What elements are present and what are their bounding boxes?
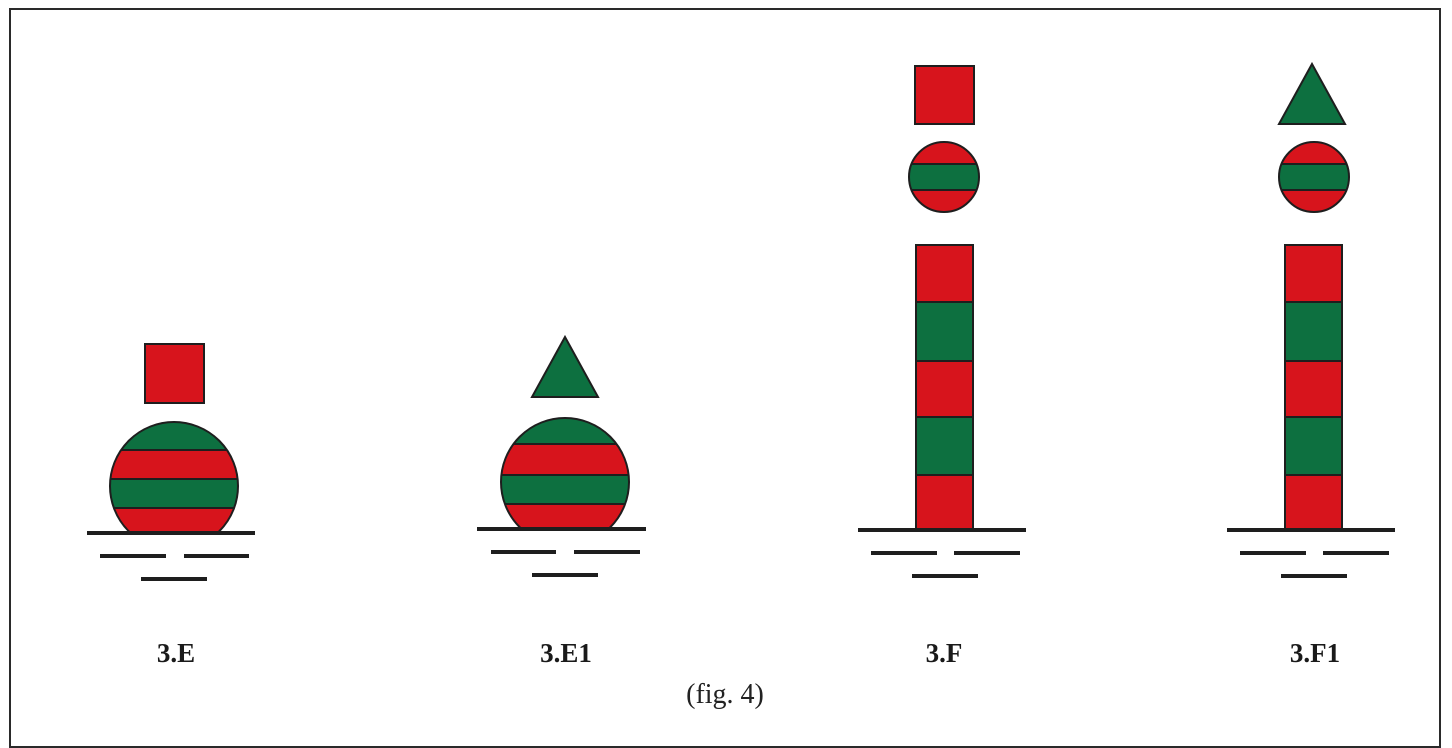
- mark-3f: [858, 65, 1026, 578]
- striped-sphere-icon: [909, 142, 979, 212]
- striped-sphere-buoy: [110, 422, 238, 548]
- mark-3e1: [477, 334, 650, 577]
- water-lines: [1227, 528, 1395, 578]
- mark-3f1: [1227, 61, 1395, 578]
- striped-pillar-buoy: [915, 244, 974, 531]
- figure-frame: [9, 8, 1441, 748]
- triangle-topmark-icon: [530, 334, 600, 398]
- figure-caption: (fig. 4): [686, 679, 764, 710]
- mark-label-3e: 3.E: [156, 638, 196, 668]
- square-topmark-icon: [914, 65, 975, 125]
- mark-label-3f1: 3.F1: [1289, 638, 1341, 668]
- square-topmark-icon: [144, 343, 205, 404]
- striped-pillar-buoy: [1284, 244, 1343, 531]
- water-lines: [858, 528, 1026, 578]
- striped-sphere-icon: [1279, 142, 1349, 212]
- mark-label-3f: 3.F: [925, 638, 963, 668]
- mark-3e: [87, 343, 260, 581]
- water-lines: [477, 527, 646, 577]
- triangle-topmark-icon: [1277, 61, 1347, 125]
- water-lines: [87, 531, 255, 581]
- mark-label-3e1: 3.E1: [540, 638, 592, 668]
